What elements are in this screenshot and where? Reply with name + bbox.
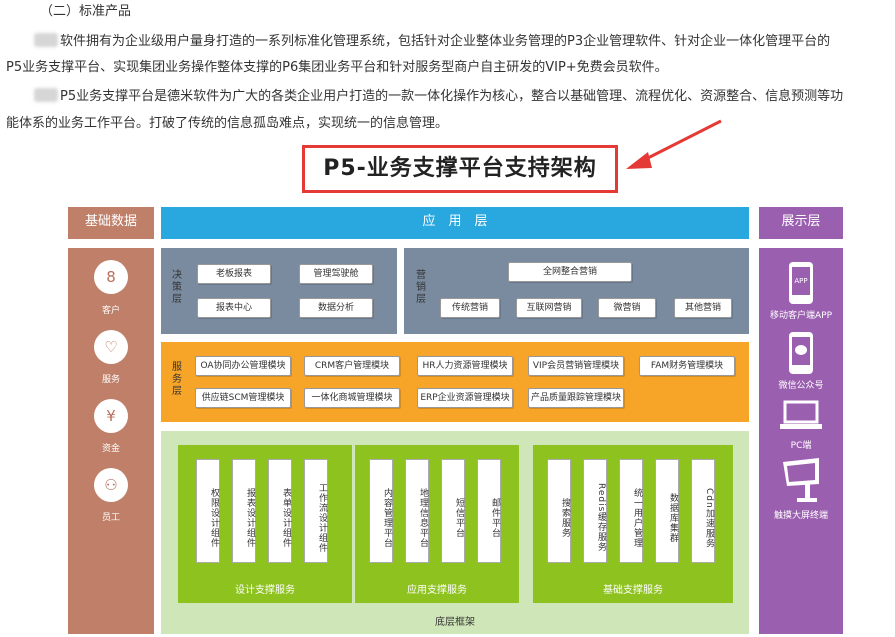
- paragraph-2-line-1: P5业务支撑平台是德米软件为广大的各类企业用户打造的一款一体化操作为核心，整合以…: [34, 87, 843, 107]
- kiosk-icon: [783, 458, 819, 502]
- marketing-item: 传统营销: [440, 298, 500, 318]
- base-component: Redis缓存服务: [583, 459, 607, 563]
- marketing-item: 互联网营销: [516, 298, 582, 318]
- diagram-title: P5-业务支撑平台支持架构: [302, 145, 618, 193]
- decision-item: 老板报表: [197, 264, 271, 284]
- marketing-layer: 营销层 全网整合营销 传统营销 互联网营销 微营销 其他营销: [404, 248, 749, 334]
- laptop-icon: [780, 400, 822, 429]
- base-framework: 权限设计组件 报表设计组件 表单设计组件 工作流设计组件 设计支撑服务 内容管理…: [161, 431, 749, 634]
- paragraph-1-line-2: P5业务支撑平台、实现集团业务操作整体支撑的P6集团业务平台和针对服务型商户自主…: [6, 60, 668, 75]
- service-layer: 服务层 OA协同办公管理模块 CRM客户管理模块 HR人力资源管理模块 VIP会…: [161, 342, 749, 422]
- yen-icon: ¥: [94, 399, 128, 433]
- redacted-brand: [34, 88, 58, 102]
- service-module: 产品质量跟踪管理模块: [528, 388, 624, 408]
- base-component: 表单设计组件: [268, 459, 292, 563]
- group-label: 设计支撑服务: [235, 585, 295, 596]
- basic-data-column: 8 客户 ♡ 服务 ¥ 资金 ⚇ 员工: [68, 248, 154, 634]
- left-header: 基础数据: [68, 207, 154, 239]
- design-support-group: 权限设计组件 报表设计组件 表单设计组件 工作流设计组件 设计支撑服务: [178, 445, 352, 603]
- decision-layer-label: 决策层: [172, 270, 182, 305]
- service-module: OA协同办公管理模块: [195, 356, 291, 376]
- base-component: 搜索服务: [547, 459, 571, 563]
- left-item-label: 资金: [101, 444, 120, 454]
- application-layer-header: 应 用 层: [161, 207, 749, 239]
- red-arrow-icon: [626, 119, 722, 169]
- base-component: 权限设计组件: [196, 459, 220, 563]
- base-component: 内容管理平台: [369, 459, 393, 563]
- service-module: HR人力资源管理模块: [417, 356, 513, 376]
- phone-icon: APP: [789, 262, 813, 304]
- base-component: 统一用户管理: [619, 459, 643, 563]
- group-label: 应用支撑服务: [407, 585, 467, 596]
- group-label: 基础支撑服务: [603, 585, 663, 596]
- right-item-label: PC端: [790, 441, 812, 451]
- basic-support-group: 搜索服务 Redis缓存服务 统一用户管理 数据库集群 Cdn加速服务 基础支撑…: [533, 445, 733, 603]
- service-module: 一体化商城管理模块: [304, 388, 400, 408]
- para1-line1-text: 软件拥有为企业级用户量身打造的一系列标准化管理系统，包括针对企业整体业务管理的P…: [60, 34, 831, 49]
- decision-item: 管理驾驶舱: [299, 264, 373, 284]
- paragraph-2-line-2: 能体系的业务工作平台。打破了传统的信息孤岛难点，实现统一的信息管理。: [6, 116, 449, 131]
- right-header: 展示层: [759, 207, 843, 239]
- marketing-item: 其他营销: [674, 298, 732, 318]
- right-item-label: 触摸大屏终端: [773, 511, 828, 521]
- service-module: ERP企业资源管理模块: [417, 388, 513, 408]
- service-module: FAM财务管理模块: [639, 356, 735, 376]
- marketing-item: 微营销: [598, 298, 656, 318]
- service-module: 供应链SCM管理模块: [195, 388, 291, 408]
- service-module: VIP会员营销管理模块: [528, 356, 624, 376]
- decision-item: 数据分析: [299, 298, 373, 318]
- application-support-group: 内容管理平台 地理信息平台 短信平台 邮件平台 应用支撑服务: [355, 445, 519, 603]
- section-heading: （二）标准产品: [40, 4, 132, 19]
- service-module: CRM客户管理模块: [304, 356, 400, 376]
- base-component: 报表设计组件: [232, 459, 256, 563]
- base-component: 地理信息平台: [405, 459, 429, 563]
- heart-icon: ♡: [94, 330, 128, 364]
- wechat-icon: [789, 332, 813, 374]
- base-component: Cdn加速服务: [691, 459, 715, 563]
- left-item-label: 客户: [101, 306, 120, 316]
- marketing-item: 全网整合营销: [508, 262, 632, 282]
- paragraph-1-line-1: 软件拥有为企业级用户量身打造的一系列标准化管理系统，包括针对企业整体业务管理的P…: [34, 32, 830, 52]
- right-item-label: 微信公众号: [778, 381, 824, 391]
- service-layer-label: 服务层: [172, 362, 182, 397]
- para2-line1-text: P5业务支撑平台是德米软件为广大的各类企业用户打造的一款一体化操作为核心，整合以…: [60, 89, 844, 104]
- customers-icon: 8: [94, 260, 128, 294]
- base-component: 邮件平台: [477, 459, 501, 563]
- decision-item: 报表中心: [197, 298, 271, 318]
- presentation-column: APP 移动客户端APP 微信公众号 PC端 触摸大屏终端: [759, 248, 843, 634]
- base-framework-label: 底层框架: [435, 617, 475, 628]
- redacted-brand: [34, 33, 58, 47]
- left-item-label: 服务: [101, 375, 120, 385]
- left-item-label: 员工: [101, 513, 120, 523]
- right-item-label: 移动客户端APP: [769, 311, 832, 321]
- base-component: 短信平台: [441, 459, 465, 563]
- user-icon: ⚇: [94, 468, 128, 502]
- marketing-layer-label: 营销层: [416, 270, 426, 305]
- base-component: 工作流设计组件: [304, 459, 328, 563]
- base-component: 数据库集群: [655, 459, 679, 563]
- decision-layer: 决策层 老板报表 管理驾驶舱 报表中心 数据分析: [161, 248, 397, 334]
